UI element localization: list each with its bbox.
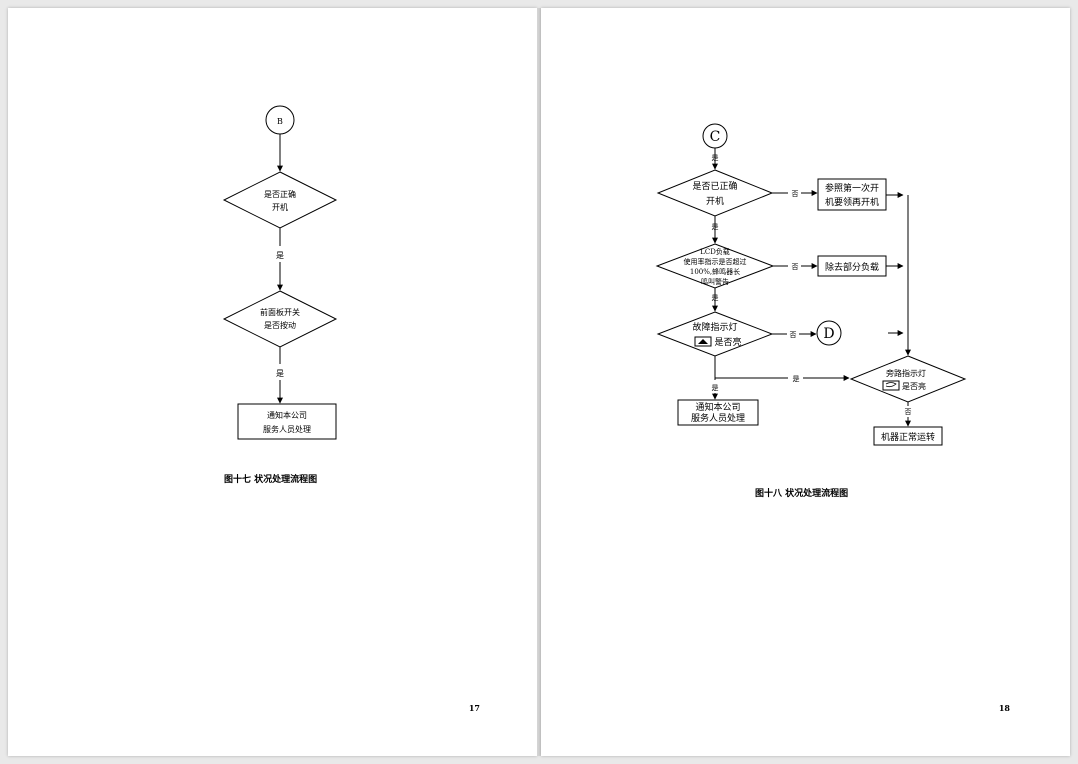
no-label-1: 否 [792, 190, 799, 198]
r-decision3-line2: 是否亮 [714, 336, 741, 348]
decision-front-switch [222, 290, 338, 348]
decision-bypass-light [849, 355, 967, 403]
r-decision2-line3: 100%,蜂鸣器长 [690, 267, 740, 276]
connector-d [816, 320, 842, 346]
bypass-indicator-icon [882, 380, 900, 391]
page-17 [8, 8, 537, 756]
box1-line2: 机要领再开机 [825, 196, 879, 208]
r-decision2-line2: 使用率指示是否超过 [684, 257, 747, 266]
decision-already-on [656, 169, 774, 217]
connector-d-label: D [823, 326, 834, 342]
box-notify-service [677, 399, 759, 426]
flowchart-fig17 [222, 105, 338, 440]
page-18 [541, 8, 1070, 756]
box4-label: 机器正常运转 [881, 431, 935, 443]
r-decision1-line1: 是否已正确 [692, 180, 737, 192]
r-decision4-line1: 旁路指示灯 [886, 368, 926, 378]
box3-line1: 通知本公司 [695, 401, 740, 413]
decision-fault-light [656, 311, 774, 357]
yes-label-2: 是 [276, 369, 284, 378]
fig18-labels: C 是 是否已正确 开机 否 参照第一次开 机要领再开机 是 LCD负载 使用率… [684, 129, 1011, 713]
page-number-17: 17 [469, 703, 480, 713]
flowchart-fig18 [655, 123, 967, 446]
no-label-4: 否 [905, 408, 912, 416]
yes-label-2: 是 [712, 223, 719, 231]
bypass-indicator-glyph [885, 382, 897, 388]
no-label-2: 否 [792, 263, 799, 271]
yes-label-4: 是 [712, 384, 719, 392]
decision-power-on [222, 171, 338, 229]
r-decision2-line1: LCD负载 [700, 247, 730, 256]
box1-line1: 参照第一次开 [825, 182, 879, 194]
yes-branch-label: 是 [793, 375, 800, 383]
yes-label-1: 是 [276, 251, 284, 260]
decision1-line2: 开机 [272, 202, 288, 212]
r-decision1-line2: 开机 [706, 195, 724, 207]
decision1-line1: 是否正确 [264, 189, 296, 199]
no-label-3: 否 [790, 331, 797, 339]
decision2-line1: 前面板开关 [260, 307, 300, 317]
decision2-line2: 是否按动 [264, 320, 296, 330]
box3-line2: 服务人员处理 [691, 412, 745, 424]
box-normal-operation [873, 426, 943, 446]
connector-c-label: C [710, 129, 721, 145]
fig17-labels: B 是否正确 开机 是 前面板开关 是否按动 是 通知本公司 服务人员处理 图十… [224, 117, 480, 713]
r-decision4-line2: 是否亮 [902, 381, 926, 391]
figure-caption-18: 图十八 状况处理流程图 [755, 487, 848, 499]
yes-label-3: 是 [712, 294, 719, 302]
action-notify-service [237, 403, 337, 440]
r-decision2-line4: 鸣叫警告 [701, 277, 729, 286]
figure-caption-17: 图十七 状况处理流程图 [224, 473, 317, 485]
action-line2: 服务人员处理 [263, 424, 311, 434]
connector-b-label: B [277, 117, 283, 126]
page-number-18: 18 [999, 703, 1011, 713]
page-gutter [537, 8, 541, 756]
yes-label-top: 是 [712, 154, 719, 162]
action-line1: 通知本公司 [267, 410, 307, 420]
box2-label: 除去部分负载 [825, 261, 879, 273]
box-restart-guide [817, 178, 887, 211]
r-decision3-line1: 故障指示灯 [692, 321, 737, 333]
fault-indicator-glyph [698, 339, 708, 344]
